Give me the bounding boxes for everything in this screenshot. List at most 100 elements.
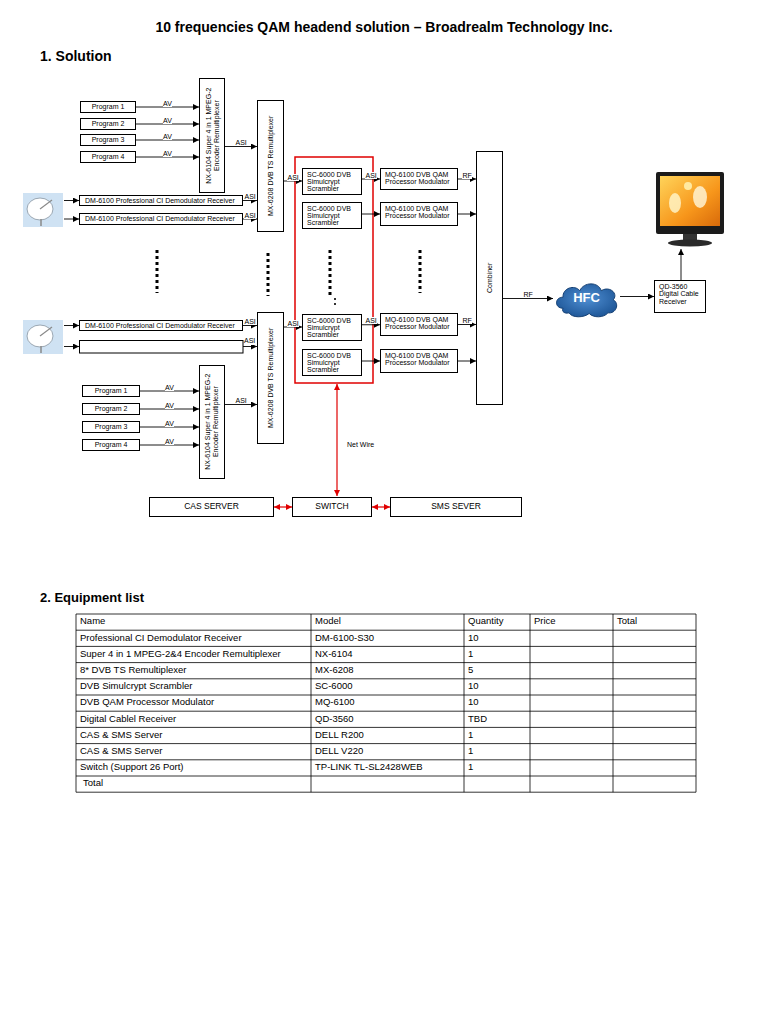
table-cell: DELL V220 <box>315 746 363 757</box>
tv-frame <box>656 172 724 234</box>
signal-label: ASI <box>244 193 256 200</box>
tv-picture <box>669 193 681 213</box>
scrambler-box: SC-6000 DVB Simulcrypt Scrambler <box>302 314 362 341</box>
node-text: Program 2 <box>92 120 125 128</box>
continuation-dots <box>267 253 270 296</box>
receiver-box: DM-6100 Professional CI Demodulator Rece… <box>79 213 243 225</box>
table-cell: 10 <box>468 697 479 708</box>
signal-label: AV <box>165 438 175 445</box>
table-cell: 5 <box>468 665 473 676</box>
modulator-box: MQ-6100 DVB QAM Processor Modulator <box>380 202 458 226</box>
server-box: CAS SERVER <box>149 497 274 517</box>
connector <box>243 325 257 326</box>
connector <box>362 179 380 180</box>
table-cell: Name <box>80 616 105 627</box>
signal-label: ASI <box>235 397 247 404</box>
table-cell: Price <box>534 616 556 627</box>
server-box: SMS SEVER <box>390 497 522 517</box>
remultiplexer-box: MX-6208 DVB TS Remultiplexer <box>257 100 284 232</box>
signal-label: ASI <box>244 212 256 219</box>
continuation-dots <box>419 250 422 293</box>
dish-feed-arrows <box>64 201 79 347</box>
table-cell: Switch (Support 26 Port) <box>80 762 184 773</box>
table-grid <box>76 614 696 792</box>
node-text: Program 3 <box>92 136 125 144</box>
table-cell: Quantity <box>468 616 503 627</box>
connector <box>458 214 476 215</box>
node-text: NX-6104 Super 4 in 1 MPEG-2 Encoder Remu… <box>204 368 219 476</box>
section-heading: 2. Equipment list <box>40 591 144 606</box>
node-text: SMS SEVER <box>431 502 481 511</box>
connector <box>136 157 199 158</box>
connector <box>225 404 257 405</box>
source-box: Program 1 <box>80 101 136 113</box>
node-text: DM-6100 Professional CI Demodulator Rece… <box>85 197 235 205</box>
encoder-box: NX-6104 Super 4 in 1 MPEG-2 Encoder Remu… <box>199 365 225 479</box>
switch-box: SWITCH <box>292 497 372 517</box>
connector <box>243 219 257 220</box>
cloud-shape <box>557 284 617 317</box>
receiver-box: QD-3560 Digital Cable Receiver <box>654 280 706 313</box>
signal-label: ASI <box>235 139 247 146</box>
table-cell: 1 <box>468 730 473 741</box>
node-text: SC-6000 DVB Simulcrypt Scrambler <box>307 205 357 227</box>
signal-arrow <box>681 249 682 280</box>
net-wire <box>336 384 337 496</box>
connector <box>458 361 476 362</box>
dish-feed <box>40 327 52 336</box>
signal-label: ASI <box>365 172 377 179</box>
node-text: MQ-6100 DVB QAM Processor Modulator <box>385 205 453 220</box>
table-cell: 1 <box>468 746 473 757</box>
table-cell: 1 <box>468 762 473 773</box>
tv-screen <box>660 176 720 226</box>
table-cell: Model <box>315 616 341 627</box>
node-text: DM-6100 Professional CI Demodulator Rece… <box>85 215 235 223</box>
tv-picture <box>693 186 707 208</box>
continuation-dots <box>334 298 336 307</box>
signal-label: ASI <box>287 174 299 181</box>
connector <box>140 409 199 410</box>
table-cell: NX-6104 <box>315 649 353 660</box>
table-cell: CAS & SMS Server <box>80 730 162 741</box>
signal-label: RF <box>462 172 472 179</box>
table-cell: MQ-6100 <box>315 697 355 708</box>
continuation-dots <box>329 250 332 295</box>
node-text: HFC <box>573 291 600 305</box>
connector <box>458 179 476 180</box>
connector <box>362 324 380 325</box>
source-box: Program 1 <box>82 385 140 397</box>
connector <box>620 296 654 297</box>
encoder-box: NX-6104 Super 4 in 1 MPEG-2 Encoder Remu… <box>199 78 225 193</box>
connector <box>458 324 476 325</box>
table-cell: SC-6000 <box>315 681 353 692</box>
empty-receiver-box <box>80 341 244 354</box>
node-text: MQ-6100 DVB QAM Processor Modulator <box>385 316 453 331</box>
signal-arrow <box>64 219 79 220</box>
modulator-box: MQ-6100 DVB QAM Processor Modulator <box>380 349 458 373</box>
table-cell: Digital Cablel Receiver <box>80 714 176 725</box>
table-cell: DM-6100-S30 <box>315 633 374 644</box>
signal-label: ASI <box>365 317 377 324</box>
dish-reflector <box>27 325 53 347</box>
node-text: Program 4 <box>92 153 125 161</box>
wire-label: Net Wire <box>347 441 374 449</box>
node-text: SWITCH <box>315 502 349 511</box>
table-cell: Professional CI Demodulator Receiver <box>80 633 242 644</box>
scrambler-box: SC-6000 DVB Simulcrypt Scrambler <box>302 168 362 195</box>
connector <box>362 214 380 215</box>
signal-label: AV <box>165 384 175 391</box>
combiner-box: Combiner <box>476 151 503 405</box>
signal-label: AV <box>163 117 173 124</box>
node-text: DM-6100 Professional CI Demodulator Rece… <box>85 322 235 330</box>
connector <box>362 361 380 362</box>
node-text: Program 3 <box>95 423 128 431</box>
node-text: MX-6208 DVB TS Remultiplexer <box>267 103 275 229</box>
connector <box>136 140 199 141</box>
page-title: 10 frequencies QAM headend solution – Br… <box>0 19 768 35</box>
table-cell: TBD <box>468 714 487 725</box>
node-text: Program 2 <box>95 405 128 413</box>
connector <box>136 124 199 125</box>
scrambler-box: SC-6000 DVB Simulcrypt Scrambler <box>302 349 362 376</box>
dish-mount <box>40 219 42 226</box>
